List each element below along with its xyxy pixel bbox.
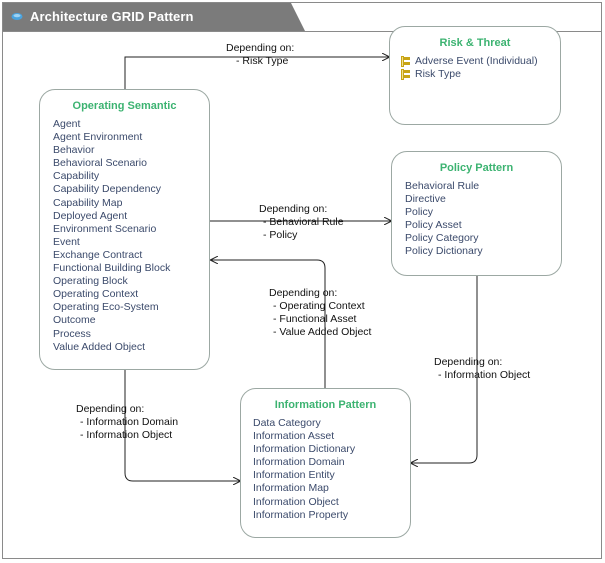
list-item: Capability Dependency xyxy=(53,183,161,196)
list-item: Policy xyxy=(405,206,434,219)
edge-label-operating-to-info: Depending on: - Information Domain - Inf… xyxy=(76,403,178,442)
list-item-label: Risk Type xyxy=(415,68,461,81)
edge-label-line: Depending on: xyxy=(259,203,328,215)
edge-label-line: - Behavioral Rule xyxy=(263,216,344,228)
node-item-list: Data Category Information Asset Informat… xyxy=(253,417,355,522)
list-item: Behavior xyxy=(53,144,95,157)
list-item: Information Map xyxy=(253,482,329,495)
edge-label-line: - Value Added Object xyxy=(273,326,372,338)
title-divider xyxy=(3,31,601,32)
list-item: Exchange Contract xyxy=(53,248,143,261)
edge-operating-to-info xyxy=(124,370,240,481)
list-item: Information Entity xyxy=(253,469,335,482)
list-item: Behavioral Scenario xyxy=(53,157,147,170)
node-operating-semantic[interactable]: Operating Semantic Agent Agent Environme… xyxy=(39,89,210,370)
edge-label-line: - Risk Type xyxy=(236,55,289,67)
edge-info-to-operating xyxy=(211,260,326,388)
edge-label-risk: Depending on: - Risk Type xyxy=(226,42,294,68)
list-item: Capability Map xyxy=(53,196,123,209)
list-item: Agent Environment xyxy=(53,131,143,144)
list-item: Environment Scenario xyxy=(53,222,157,235)
list-item: Directive xyxy=(405,193,446,206)
edge-policy-to-info xyxy=(411,276,478,463)
list-item: Policy Category xyxy=(405,232,479,245)
node-item-list: Agent Agent Environment Behavior Behavio… xyxy=(53,118,170,354)
list-item: Functional Building Block xyxy=(53,262,171,275)
entity-icon xyxy=(401,69,411,81)
page-title: Architecture GRID Pattern xyxy=(30,9,194,24)
node-title: Policy Pattern xyxy=(439,162,514,174)
edge-label-policy-to-info: Depending on: - Information Object xyxy=(434,356,530,382)
entity-icon xyxy=(401,56,411,68)
node-information-pattern[interactable]: Information Pattern Data Category Inform… xyxy=(240,388,411,538)
node-item-list: Adverse Event (Individual) Risk Type xyxy=(401,55,538,81)
node-item-list: Behavioral Rule Directive Policy Policy … xyxy=(405,180,483,259)
list-item: Deployed Agent xyxy=(53,209,128,222)
list-item: Policy Dictionary xyxy=(405,245,483,258)
list-item: Outcome xyxy=(53,314,96,327)
edge-label-line: Depending on: xyxy=(269,287,338,299)
list-item: Adverse Event (Individual) xyxy=(401,55,538,68)
edge-label-line: Depending on: xyxy=(226,42,295,54)
edge-operating-to-risk xyxy=(124,57,389,89)
list-item: Data Category xyxy=(253,417,321,429)
list-item: Capability xyxy=(53,170,100,183)
title-bar: Architecture GRID Pattern xyxy=(3,3,305,31)
pattern-icon xyxy=(11,13,23,20)
list-item: Event xyxy=(53,235,80,248)
node-title: Information Pattern xyxy=(274,399,377,411)
edge-label-line: - Functional Asset xyxy=(273,313,357,325)
node-title: Risk & Threat xyxy=(439,37,511,49)
edge-label-line: - Policy xyxy=(263,229,298,241)
list-item: Information Asset xyxy=(253,430,335,443)
edge-label-line: Depending on: xyxy=(434,356,503,368)
list-item: Policy Asset xyxy=(405,219,462,232)
edge-label-line: - Information Object xyxy=(438,369,531,381)
list-item: Operating Block xyxy=(53,275,128,288)
edge-label-line: - Operating Context xyxy=(273,300,365,312)
node-risk-threat[interactable]: Risk & Threat Adverse Event (Individual)… xyxy=(389,26,561,125)
list-item: Behavioral Rule xyxy=(405,180,480,192)
node-policy-pattern[interactable]: Policy Pattern Behavioral Rule Directive… xyxy=(391,151,562,276)
list-item: Operating Eco-System xyxy=(53,301,159,314)
list-item-label: Adverse Event (Individual) xyxy=(415,55,538,67)
list-item: Risk Type xyxy=(401,68,538,81)
list-item: Information Domain xyxy=(253,456,345,469)
edge-label-line: - Information Object xyxy=(80,429,173,441)
edge-label-info-to-operating: Depending on: - Operating Context - Func… xyxy=(269,287,371,339)
list-item: Information Dictionary xyxy=(253,443,356,456)
list-item: Process xyxy=(53,327,91,340)
node-title: Operating Semantic xyxy=(72,100,177,112)
list-item: Agent xyxy=(53,118,81,130)
list-item: Value Added Object xyxy=(53,340,146,353)
title-tab-corner xyxy=(291,3,305,31)
edge-label-line: - Information Domain xyxy=(80,416,179,428)
edge-label-policy: Depending on: - Behavioral Rule - Policy xyxy=(259,203,344,242)
list-item: Information Property xyxy=(253,508,349,521)
edge-label-line: Depending on: xyxy=(76,403,145,415)
list-item: Information Object xyxy=(253,495,339,508)
list-item: Operating Context xyxy=(53,288,139,301)
